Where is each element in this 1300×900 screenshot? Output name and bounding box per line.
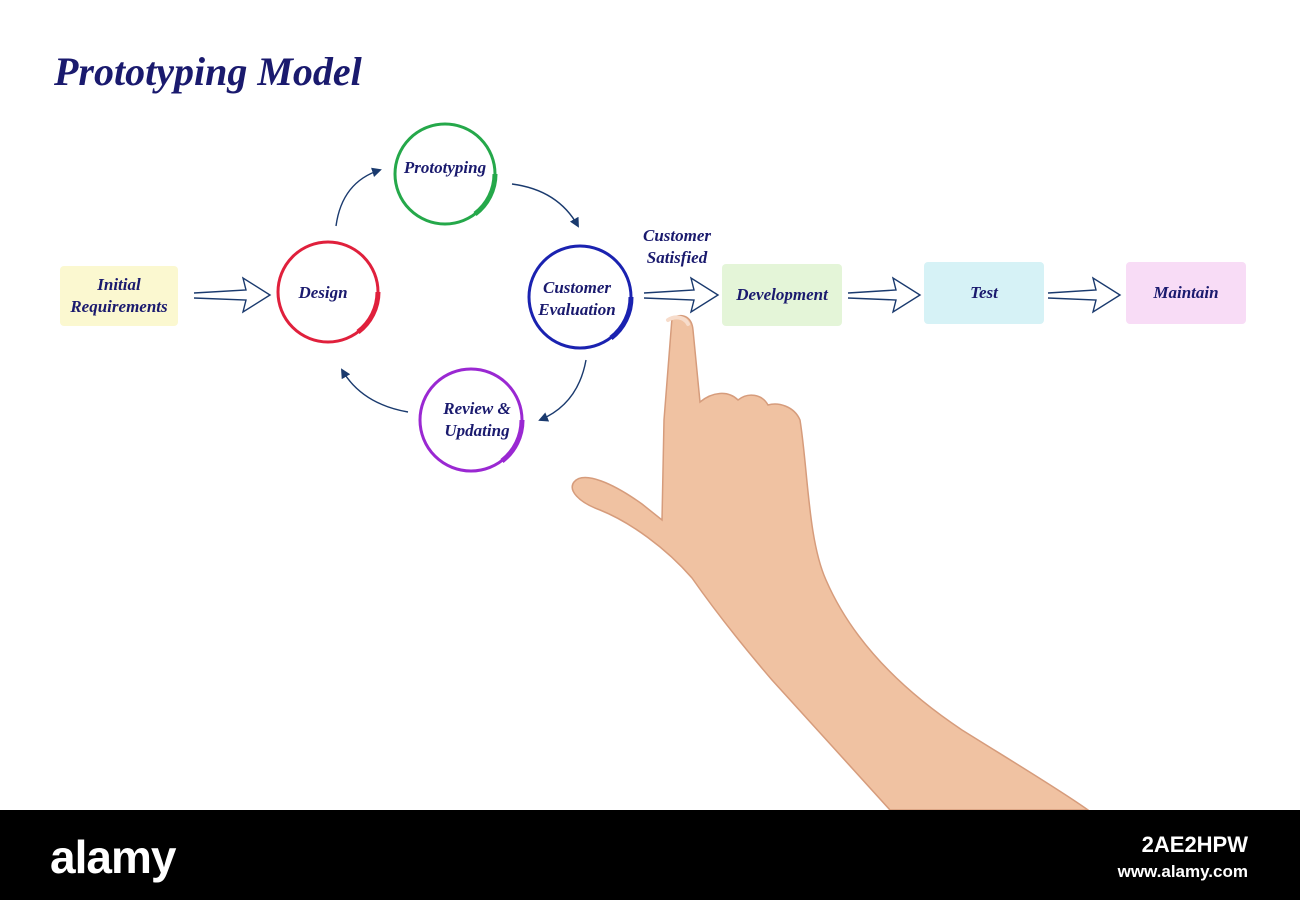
diagram-canvas <box>193 122 1122 810</box>
prototyping-label: Prototyping <box>403 158 487 177</box>
initial-requirements-box: Initial Requirements <box>60 266 178 326</box>
site-url: www.alamy.com <box>1117 862 1248 881</box>
customer-satisfied-line2: Satisfied <box>646 248 708 267</box>
watermark-footer: alamy 2AE2HPW www.alamy.com <box>0 810 1300 900</box>
evaluation-label-line2: Evaluation <box>538 300 616 319</box>
customer-satisfied-label: Customer Satisfied <box>622 225 732 269</box>
arrow-prototyping-to-evaluation <box>511 183 579 228</box>
development-box: Development <box>722 264 842 326</box>
design-circle <box>276 240 381 344</box>
prototyping-circle <box>393 122 498 226</box>
arrow-requirements-to-design <box>193 276 272 314</box>
review-label-line2: Updating <box>444 421 510 440</box>
evaluation-label: Customer Evaluation <box>518 277 636 321</box>
alamy-logo: alamy <box>50 831 176 883</box>
arrow-development-to-test <box>847 276 922 314</box>
evaluation-label-line1: Customer <box>542 278 612 297</box>
development-label: Development <box>736 285 828 304</box>
image-id: 2AE2HPW <box>1141 832 1248 857</box>
evaluation-circle <box>527 244 634 350</box>
test-box: Test <box>924 262 1044 324</box>
arrow-test-to-maintain <box>1047 276 1122 314</box>
arrow-review-to-design <box>341 368 409 413</box>
initial-requirements-line1: Initial <box>97 275 141 294</box>
arrow-evaluation-to-review <box>538 359 587 422</box>
arrow-evaluation-to-development <box>643 276 720 314</box>
review-label-line1: Review & <box>443 399 511 418</box>
review-circle <box>418 367 525 473</box>
customer-satisfied-line1: Customer <box>642 226 712 245</box>
test-label: Test <box>970 283 998 302</box>
arrow-design-to-prototyping <box>335 167 382 227</box>
page-title: Prototyping Model <box>54 49 362 94</box>
initial-requirements-line2: Requirements <box>70 297 168 316</box>
maintain-box: Maintain <box>1126 262 1246 324</box>
maintain-label: Maintain <box>1153 283 1219 302</box>
pointing-hand-image <box>571 314 1090 810</box>
design-label: Design <box>298 283 348 302</box>
review-label: Review & Updating <box>418 398 536 442</box>
